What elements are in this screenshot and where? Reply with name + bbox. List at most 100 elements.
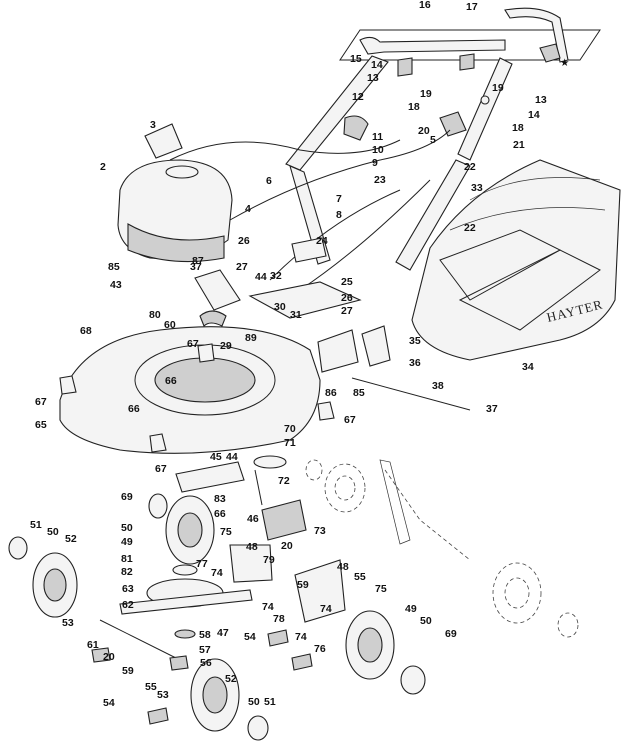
callout-label: 66 bbox=[128, 403, 140, 415]
callout-label: 52 bbox=[225, 673, 237, 685]
callout-label: 14 bbox=[528, 109, 540, 121]
callout-label: 9 bbox=[372, 157, 378, 169]
callout-label: 52 bbox=[65, 533, 77, 545]
callout-label: 48 bbox=[246, 541, 258, 553]
callout-label: 31 bbox=[290, 309, 302, 321]
wheels bbox=[8, 459, 579, 741]
callout-label: 89 bbox=[245, 332, 257, 344]
callout-label: 15 bbox=[350, 53, 362, 65]
wheel-cap bbox=[8, 536, 28, 560]
wheel-cap bbox=[400, 665, 426, 695]
fasteners bbox=[91, 629, 313, 725]
wheel-cap bbox=[148, 493, 168, 519]
callout-label: 65 bbox=[35, 419, 47, 431]
callout-label: 51 bbox=[264, 696, 276, 708]
callout-label: 74 bbox=[320, 603, 332, 615]
wheel-rear-top bbox=[324, 463, 366, 513]
callout-label: 67 bbox=[35, 396, 47, 408]
callout-label: 76 bbox=[314, 643, 326, 655]
wheel-mid-left bbox=[165, 495, 215, 565]
callout-label: 45 bbox=[210, 451, 222, 463]
callout-label: 26 bbox=[238, 235, 250, 247]
callout-label: 25 bbox=[341, 276, 353, 288]
callout-label: 20 bbox=[103, 651, 115, 663]
callout-label: 50 bbox=[121, 522, 133, 534]
callout-label: 37 bbox=[190, 261, 202, 273]
callout-label: 73 bbox=[314, 525, 326, 537]
callout-label: 13 bbox=[535, 94, 547, 106]
callout-label: 6 bbox=[266, 175, 272, 187]
callout-label: 70 bbox=[284, 423, 296, 435]
callout-label: 60 bbox=[164, 319, 176, 331]
engine bbox=[117, 123, 233, 263]
callout-label: 85 bbox=[108, 261, 120, 273]
callout-label: 50 bbox=[248, 696, 260, 708]
callout-label: 34 bbox=[522, 361, 534, 373]
callout-label: 32 bbox=[270, 270, 282, 282]
wheel-front-left bbox=[32, 552, 78, 618]
callout-label: 56 bbox=[200, 657, 212, 669]
callout-label: 82 bbox=[121, 566, 133, 578]
callout-label: 8 bbox=[336, 209, 342, 221]
callout-label: 74 bbox=[295, 631, 307, 643]
callout-label: 37 bbox=[486, 403, 498, 415]
callout-label: 38 bbox=[432, 380, 444, 392]
callout-label: 17 bbox=[466, 1, 478, 13]
callout-label: 23 bbox=[374, 174, 386, 186]
callout-label: 81 bbox=[121, 553, 133, 565]
callout-label: 58 bbox=[199, 629, 211, 641]
callout-label: 71 bbox=[284, 437, 296, 449]
callout-label: 10 bbox=[372, 144, 384, 156]
callout-label: 20 bbox=[418, 125, 430, 137]
callout-label: 77 bbox=[196, 558, 208, 570]
callout-label: 27 bbox=[341, 305, 353, 317]
callout-label: 14 bbox=[371, 59, 383, 71]
callout-label: 85 bbox=[353, 387, 365, 399]
callout-label: 66 bbox=[165, 375, 177, 387]
callout-label: 49 bbox=[121, 536, 133, 548]
callout-label: 27 bbox=[236, 261, 248, 273]
callout-label: 16 bbox=[419, 0, 431, 11]
callout-label: 68 bbox=[80, 325, 92, 337]
callout-label: 44 bbox=[255, 271, 267, 283]
callout-label: 2 bbox=[100, 161, 106, 173]
callout-label: 78 bbox=[273, 613, 285, 625]
callout-label: 75 bbox=[220, 526, 232, 538]
rear-axle bbox=[379, 459, 471, 561]
callout-label: 69 bbox=[445, 628, 457, 640]
callout-label: 69 bbox=[121, 491, 133, 503]
callout-label: 18 bbox=[512, 122, 524, 134]
callout-label: 5 bbox=[430, 134, 436, 146]
callout-label: 46 bbox=[247, 513, 259, 525]
callout-label: 67 bbox=[155, 463, 167, 475]
callout-label: 62 bbox=[122, 599, 134, 611]
callout-label: 67 bbox=[344, 414, 356, 426]
callout-label: 3 bbox=[150, 119, 156, 131]
wheel-front-bottom bbox=[190, 658, 240, 732]
callout-label: 30 bbox=[274, 301, 286, 313]
callout-label: 22 bbox=[464, 161, 476, 173]
callout-label: 59 bbox=[122, 665, 134, 677]
callout-label: 87 bbox=[192, 255, 204, 267]
callout-label: 48 bbox=[337, 561, 349, 573]
callout-label: 36 bbox=[409, 357, 421, 369]
callout-label: 19 bbox=[492, 82, 504, 94]
callout-label: 7 bbox=[336, 193, 342, 205]
callout-label: 4 bbox=[245, 203, 251, 215]
callout-label: 12 bbox=[352, 91, 364, 103]
rod bbox=[351, 377, 471, 411]
callout-label: 53 bbox=[62, 617, 74, 629]
callout-label: 54 bbox=[244, 631, 256, 643]
callout-label: 26 bbox=[341, 292, 353, 304]
callout-label: 20 bbox=[281, 540, 293, 552]
callout-label: 61 bbox=[87, 639, 99, 651]
callout-label: 21 bbox=[513, 139, 525, 151]
cables bbox=[169, 129, 451, 291]
mower-deck bbox=[59, 326, 335, 454]
blade-assembly bbox=[99, 564, 253, 661]
callout-label: 53 bbox=[157, 689, 169, 701]
callout-label: 55 bbox=[354, 571, 366, 583]
callout-label: 57 bbox=[199, 644, 211, 656]
callout-label: 44 bbox=[226, 451, 238, 463]
